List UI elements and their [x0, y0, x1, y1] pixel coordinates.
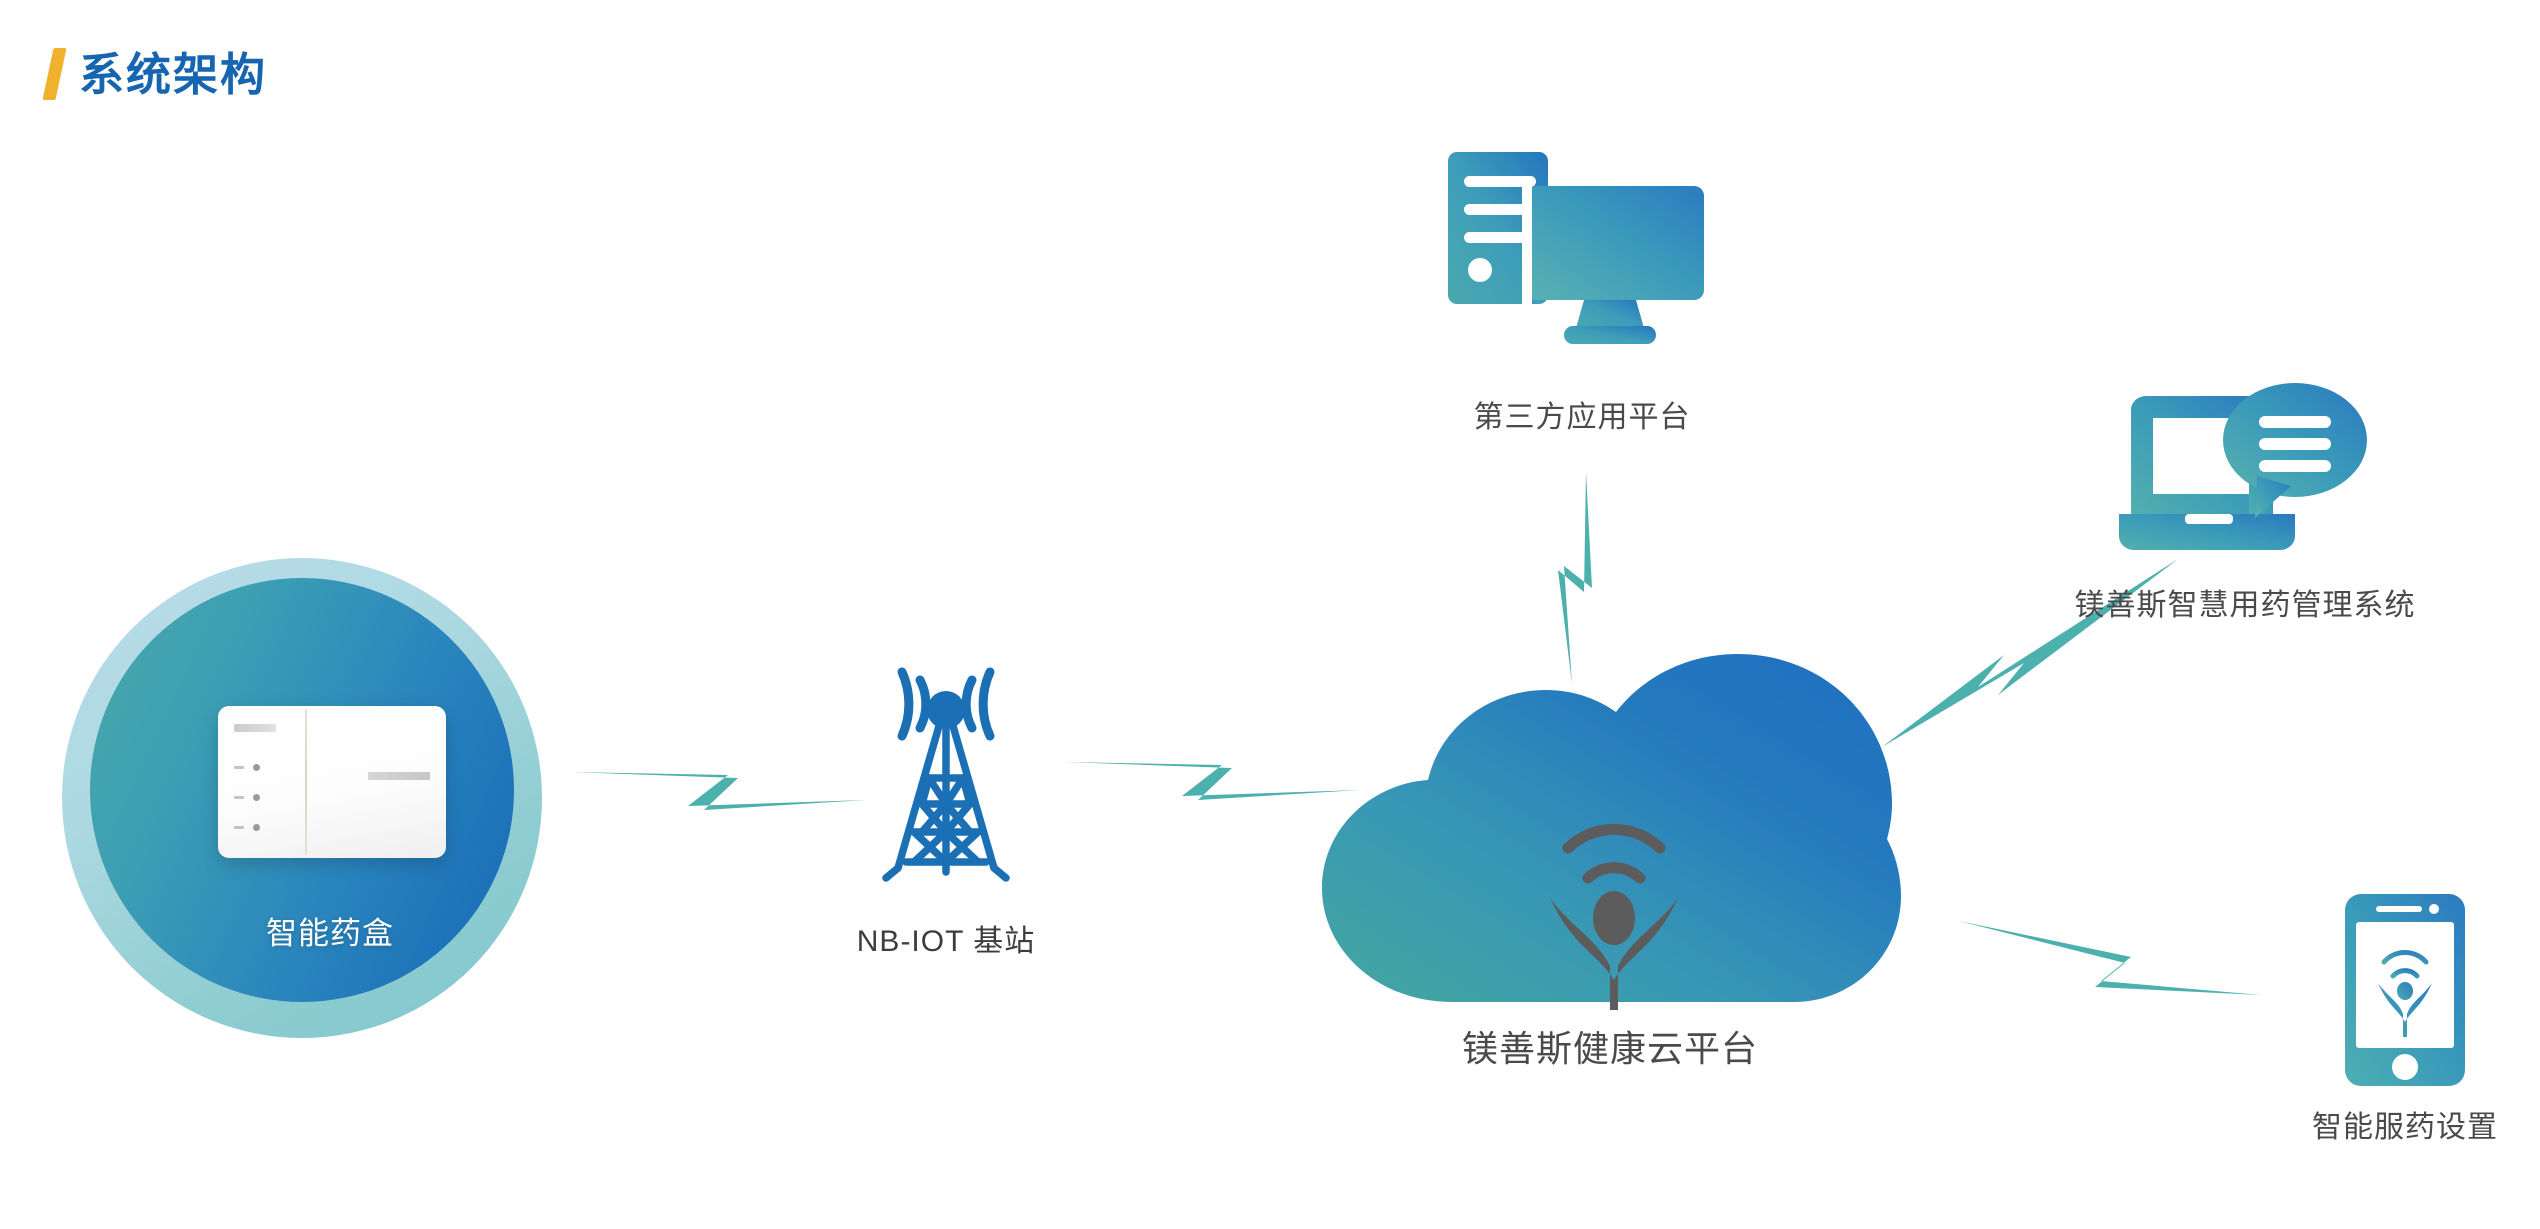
node-label-laptop: 镁善斯智慧用药管理系统: [2074, 589, 2416, 622]
pillbox-brand-logo: [234, 724, 276, 732]
pillbox-led-tick: [234, 826, 244, 829]
pillbox-inner-circle: 智能药盒: [90, 578, 514, 1002]
smartphone-icon: [2345, 894, 2465, 1086]
node-medication-management-system[interactable]: 镁善斯智慧用药管理系统: [2075, 368, 2415, 622]
node-label-pillbox: 智能药盒: [266, 916, 394, 951]
node-health-cloud-platform[interactable]: 镁善斯健康云平台: [1300, 650, 1920, 1069]
connector-cloud-to-laptop: [1882, 559, 2178, 747]
node-label-cloud: 镁善斯健康云平台: [1461, 1028, 1758, 1069]
cloud-icon: [1322, 654, 1901, 1022]
title-accent-bar: [42, 48, 67, 100]
pillbox-lid-seam: [304, 709, 307, 855]
pillbox-led-tick: [234, 796, 244, 799]
cell-tower-icon: [882, 667, 1010, 882]
desktop-computer-icon: [1448, 152, 1704, 344]
pillbox-brand-text: [368, 772, 430, 780]
pillbox-led-row: [234, 794, 260, 801]
page-title: 系统架构: [42, 48, 268, 100]
pillbox-led-dot: [253, 794, 260, 801]
pillbox-led-row: [234, 824, 260, 831]
node-label-platform: 第三方应用平台: [1473, 401, 1691, 434]
pillbox-led-dot: [253, 824, 260, 831]
node-smart-pillbox[interactable]: 智能药盒: [62, 558, 542, 1038]
connector-cloud-to-platform: [1558, 472, 1592, 684]
connector-tower-to-cloud: [1064, 762, 1360, 800]
pillbox-led-dot: [253, 764, 260, 771]
node-label-tower: NB-IOT 基站: [856, 925, 1036, 958]
node-third-party-platform[interactable]: 第三方应用平台: [1432, 142, 1732, 434]
pillbox-led-row: [234, 764, 260, 771]
page-title-text: 系统架构: [79, 48, 268, 100]
node-nbiot-tower[interactable]: NB-IOT 基站: [836, 666, 1056, 958]
connector-pillbox-to-tower: [570, 772, 866, 810]
smart-pillbox-device-icon: [218, 706, 446, 858]
node-label-phone: 智能服药设置: [2312, 1111, 2498, 1144]
connector-cloud-to-phone: [1959, 921, 2261, 995]
laptop-chat-icon: [2119, 383, 2367, 550]
node-medication-settings[interactable]: 智能服药设置: [2312, 890, 2497, 1144]
pillbox-led-tick: [234, 766, 244, 769]
